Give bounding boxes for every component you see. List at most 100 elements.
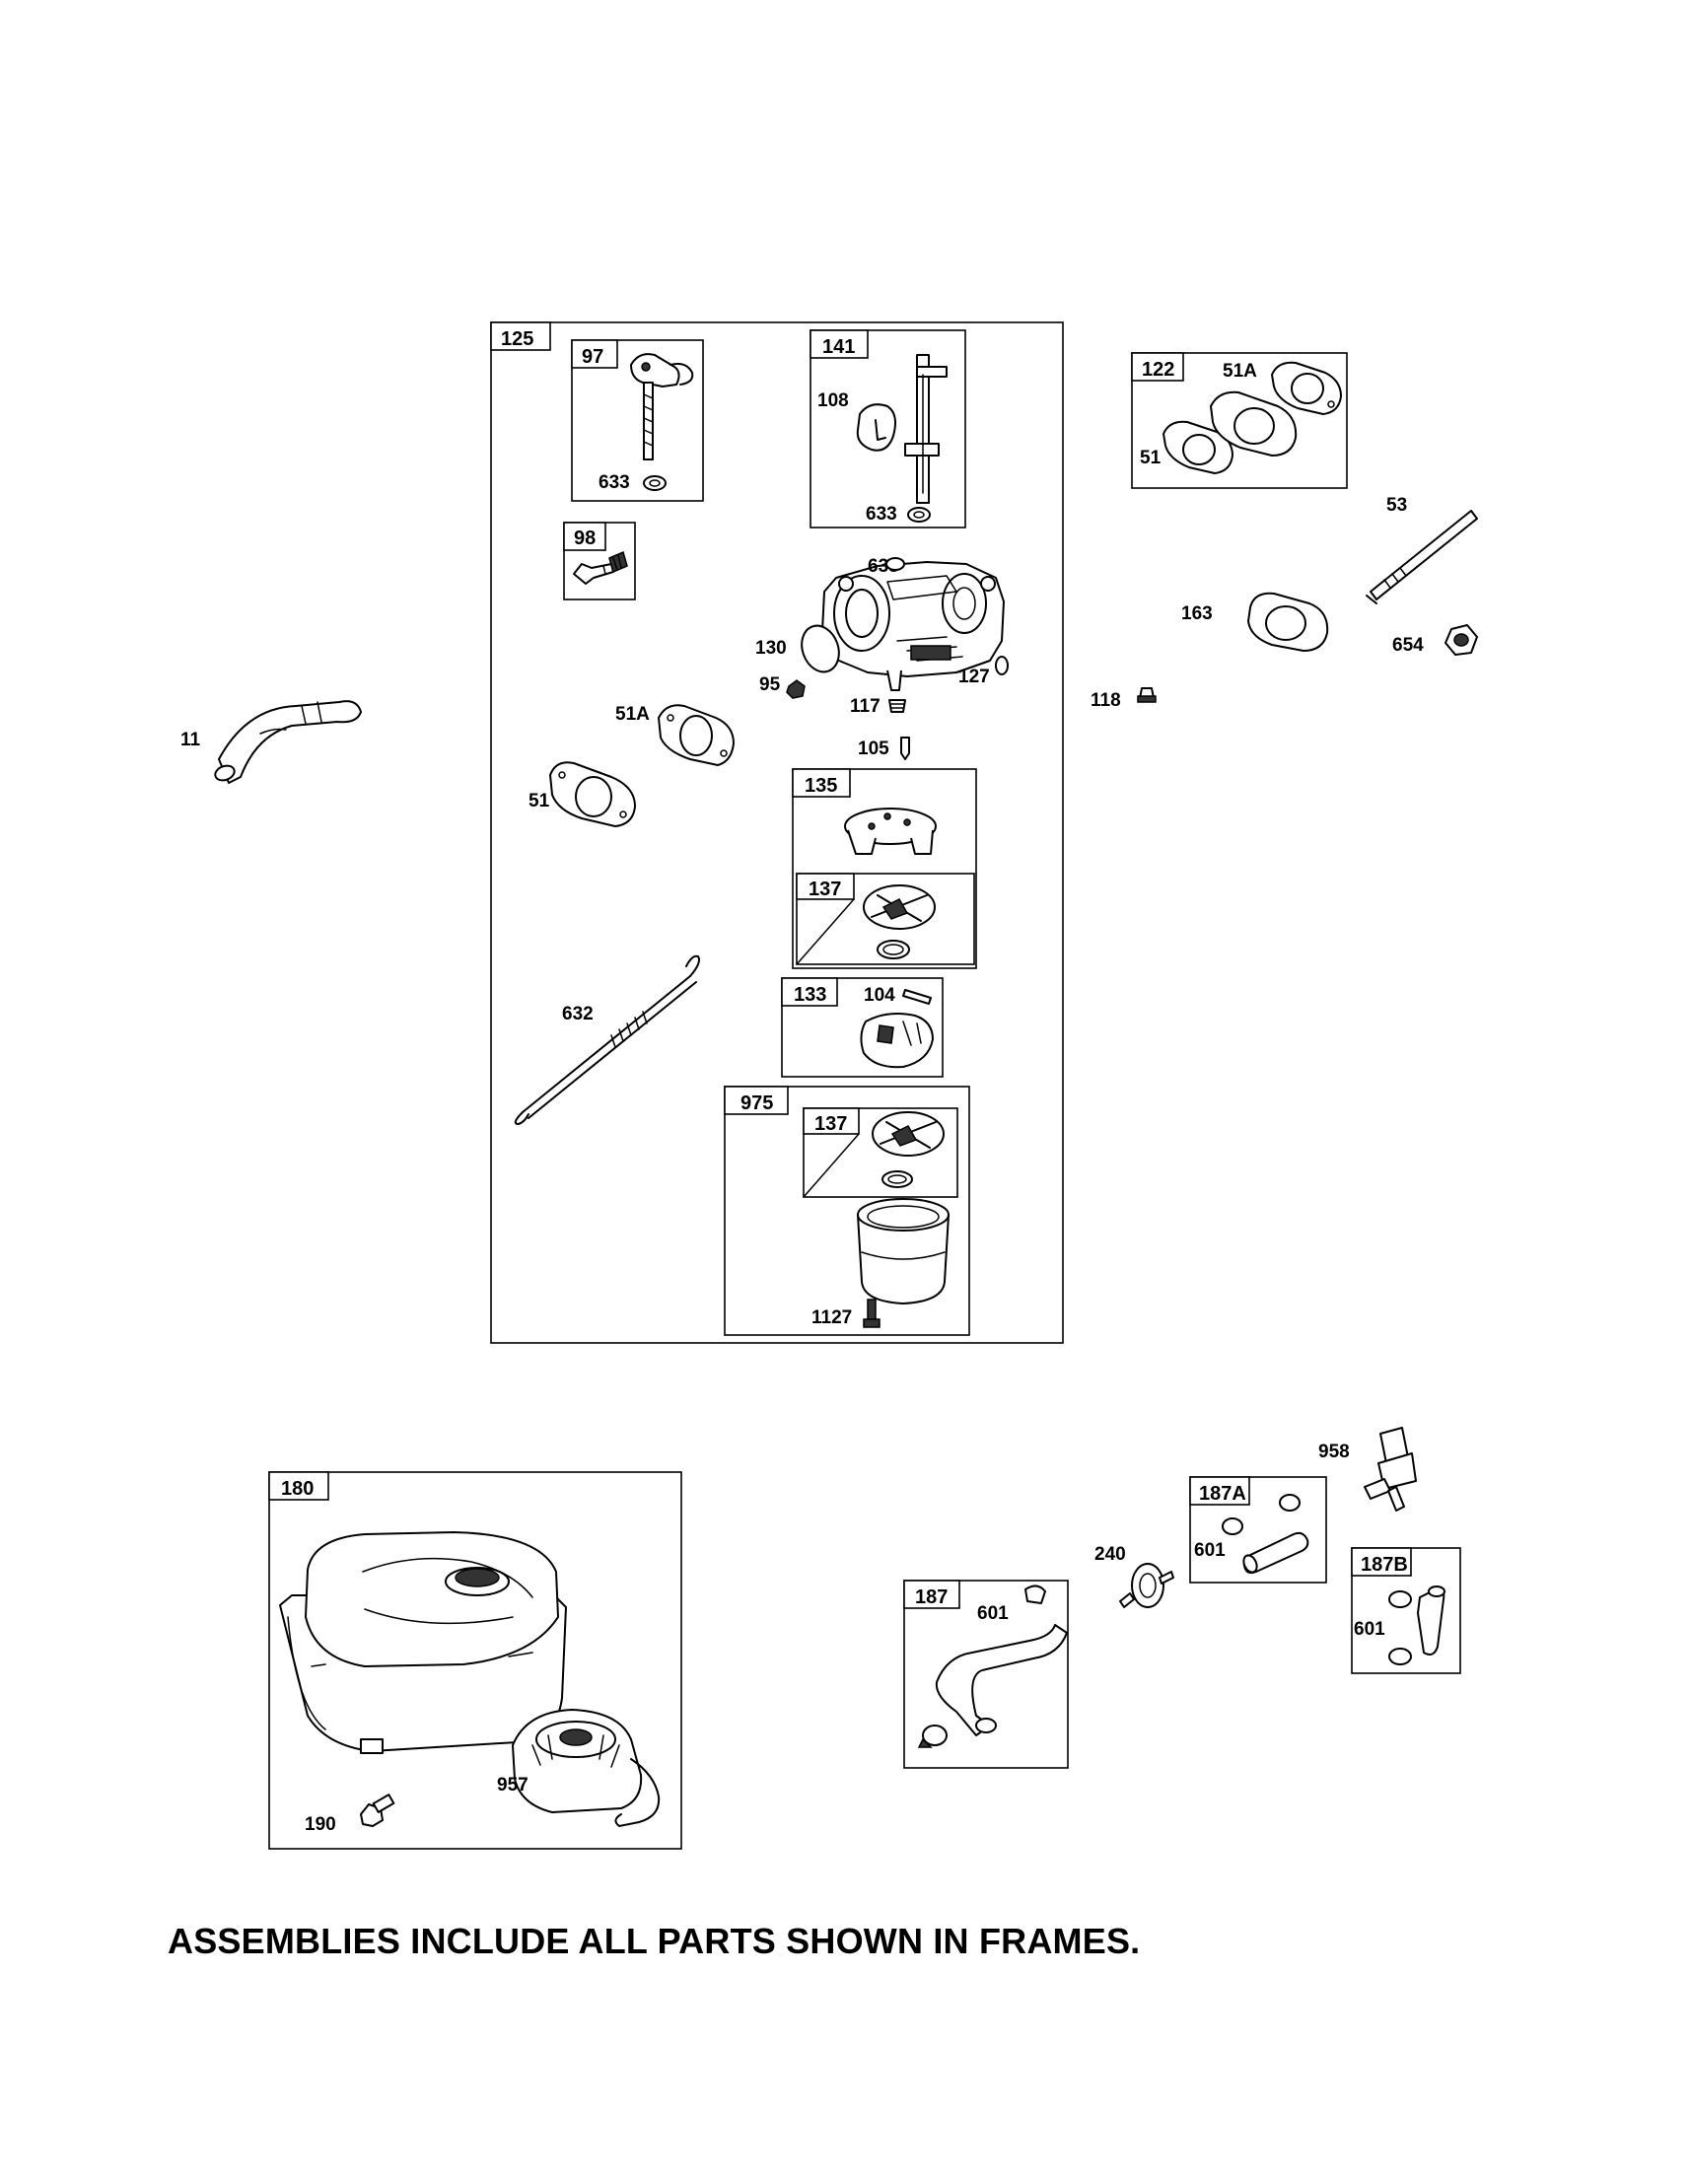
callout-601-kit-a: 601 [1194,1540,1226,1561]
callout-633-choke: 633 [599,472,630,493]
float-kit-number: 133 [794,984,826,1006]
fuel-line-kit-a-number: 187A [1199,1483,1246,1505]
callout-105: 105 [858,739,889,759]
throttle-shaft-part [904,354,948,504]
plug-118-part [1137,687,1157,703]
gasket-51-kit-part [1163,420,1233,474]
callout-51a-carb: 51A [615,704,650,725]
callout-104: 104 [864,985,895,1006]
gasket-51a-carb-part [658,704,735,766]
callout-53: 53 [1386,495,1407,516]
callout-127: 127 [958,667,990,687]
fuel-tank-assembly-number: 180 [281,1478,314,1500]
callout-108: 108 [817,390,849,411]
fuel-hose-kit-a-part [1242,1531,1309,1575]
callout-190: 190 [305,1814,336,1835]
callout-633-throttle: 633 [866,504,897,525]
callout-51a-kit: 51A [1223,361,1257,382]
stud-53-part [1366,510,1478,604]
callout-130: 130 [755,638,787,659]
breather-hose-11-part [214,700,362,784]
assembly-note: ASSEMBLIES INCLUDE ALL PARTS SHOWN IN FR… [168,1921,1141,1961]
seal-633-carb-part [885,557,905,571]
float-kit-frame: 133 104 [781,977,944,1078]
float-133-part [860,1013,934,1069]
intake-gasket-kit-frame: 122 51A 51 [1131,352,1348,489]
fuel-hose-kit-b-part [1417,1585,1445,1656]
callout-240: 240 [1094,1544,1126,1565]
nut-654-part [1444,624,1478,656]
intake-gasket-kit-number: 122 [1142,359,1174,381]
fuel-line-kit-a-frame: 187A 601 [1189,1476,1327,1584]
callout-654: 654 [1392,635,1424,656]
float-bowl-135-part [844,808,937,855]
fuel-hose-part [935,1624,1068,1736]
callout-118: 118 [1091,690,1121,711]
bowl-kit-number: 975 [740,1092,773,1114]
fuel-tank-assembly-frame: 180 957 190 [268,1471,682,1850]
callout-163: 163 [1181,603,1213,624]
choke-shaft-kit-frame: 97 633 [571,339,704,502]
carburetor-assembly-number: 125 [501,328,533,350]
gasket-set-frame-b: 137 [803,1107,958,1198]
recoil-starter-957-part [512,1709,661,1827]
choke-shaft-kit-number: 97 [582,346,603,368]
clamp-601-kit-a-part [1222,1494,1301,1535]
screw-kit-number: 98 [574,528,596,549]
callout-957: 957 [497,1775,528,1796]
fuel-tank-part [279,1531,567,1754]
throttle-plate-part [856,403,896,452]
callout-11: 11 [180,730,201,750]
pin-104-part [902,989,932,1005]
gasket-set-b-number: 137 [814,1113,847,1135]
screw-kit-frame: 98 [563,522,636,600]
choke-shaft-part [630,353,694,460]
bolt-190-part [360,1794,395,1827]
oring-127-part [995,656,1009,675]
clamp-601-line-b-part [917,1725,948,1748]
gasket-51a-kit-part [1271,361,1342,415]
oring-137b-part [881,1170,913,1188]
fuel-line-kit-number: 187 [915,1586,948,1608]
callout-51-kit: 51 [1140,448,1162,468]
gasket-set-frame-a: 137 [796,873,975,965]
callout-95: 95 [759,674,781,695]
callout-632: 632 [562,1004,594,1024]
fuel-pump-240-part [1119,1563,1174,1608]
bowl-kit-frame: 975 137 1127 [724,1086,970,1336]
float-bowl-assembly-frame: 135 137 [792,768,977,969]
fuel-line-kit-b-number: 187B [1361,1554,1408,1576]
bolt-1127-part [863,1299,881,1328]
fuel-line-kit-frame: 187 601 [903,1580,1069,1769]
seal-633-throttle-part [907,507,931,523]
callout-117: 117 [850,696,881,717]
oring-137-part [877,940,910,959]
callout-601-kit-b: 601 [1354,1619,1385,1640]
shutoff-valve-958-part [1364,1427,1417,1512]
fuel-line-kit-b-frame: 187B 601 [1351,1547,1461,1674]
throttle-shaft-kit-frame: 141 108 633 [810,329,966,528]
idle-screw-part [573,550,628,585]
governor-link-632-part [514,954,700,1125]
screw-95-part [786,679,806,699]
callout-51-carb: 51 [528,791,550,811]
carburetor-assembly-frame: 125 [490,321,1064,1344]
gasket-163-part [1247,592,1329,652]
throttle-shaft-kit-number: 141 [822,336,855,358]
bowl-gasket-137b-part [872,1111,945,1157]
float-bowl-assembly-number: 135 [805,775,837,797]
callout-958: 958 [1318,1442,1350,1462]
choke-plate-130-part [801,624,840,673]
callout-1127: 1127 [811,1307,852,1328]
clamp-601-line-part [1024,1585,1046,1604]
spacer-kit-part [1210,390,1298,457]
bowl-gasket-137-part [863,884,936,930]
clamp-601-kit-b-part [1388,1590,1412,1665]
seal-633-part [643,475,667,491]
gasket-set-a-number: 137 [809,879,841,900]
callout-601-line: 601 [977,1603,1009,1624]
gasket-51-carb-part [549,761,636,827]
jet-117-part [888,699,906,713]
needle-105-part [900,737,910,760]
